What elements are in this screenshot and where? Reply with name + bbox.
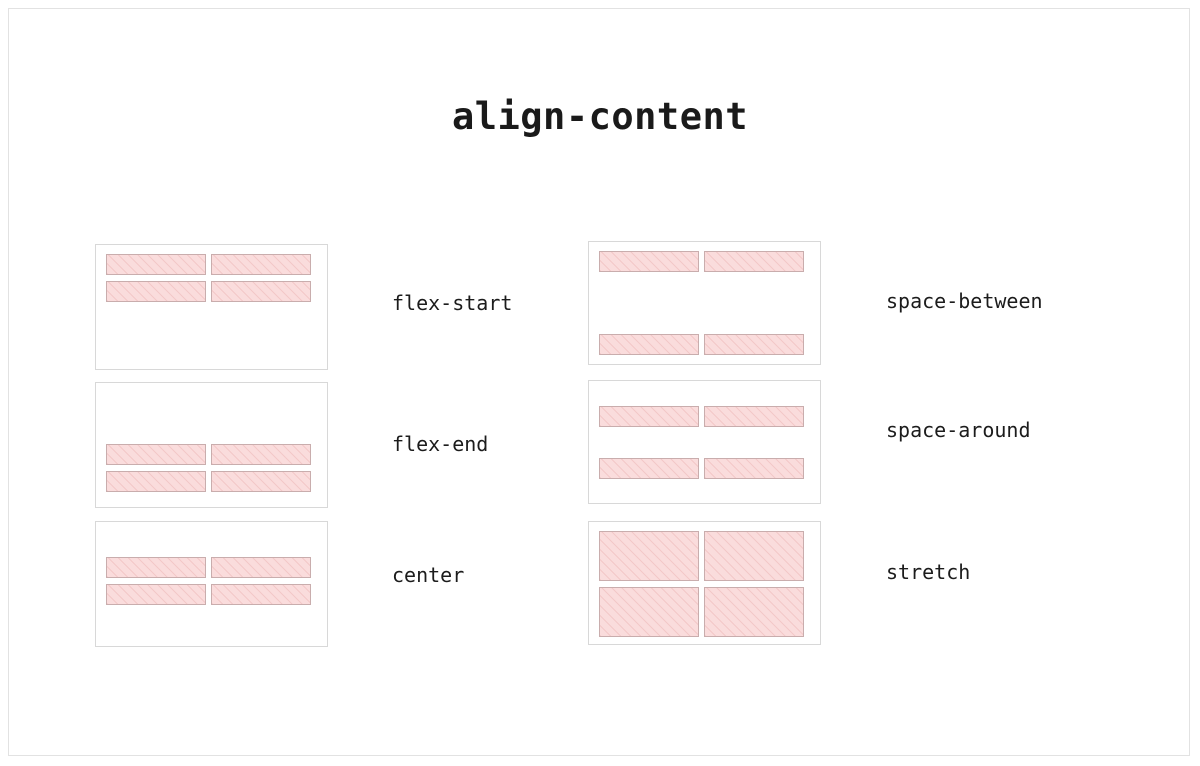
flex-item bbox=[211, 281, 311, 302]
flex-item bbox=[211, 584, 311, 605]
flex-item bbox=[106, 254, 206, 275]
flex-item bbox=[211, 557, 311, 578]
demo-container-center bbox=[95, 521, 328, 647]
flex-item bbox=[599, 405, 699, 427]
flex-item bbox=[704, 405, 804, 427]
flex-item bbox=[704, 587, 804, 637]
flex-item bbox=[211, 254, 311, 275]
demo-container-stretch bbox=[588, 521, 821, 645]
flex-item bbox=[704, 251, 804, 272]
page-title: align-content bbox=[451, 95, 749, 138]
flex-item bbox=[599, 457, 699, 479]
demo-label-stretch: stretch bbox=[886, 560, 971, 584]
demo-container-space-between bbox=[588, 241, 821, 365]
demo-container-flex-end bbox=[95, 382, 328, 508]
flex-item bbox=[211, 471, 311, 492]
demo-label-flex-end: flex-end bbox=[392, 432, 489, 456]
demo-container-flex-start bbox=[95, 244, 328, 370]
flex-item bbox=[704, 334, 804, 355]
flex-item bbox=[211, 444, 311, 465]
flex-item bbox=[599, 587, 699, 637]
flex-item bbox=[599, 251, 699, 272]
demo-label-space-around: space-around bbox=[886, 418, 1031, 442]
demo-label-center: center bbox=[392, 563, 465, 587]
flex-item bbox=[106, 557, 206, 578]
demo-container-space-around bbox=[588, 380, 821, 504]
demo-label-flex-start: flex-start bbox=[392, 291, 513, 315]
flex-item bbox=[704, 531, 804, 581]
flex-item bbox=[106, 471, 206, 492]
flex-item bbox=[599, 334, 699, 355]
flex-item bbox=[599, 531, 699, 581]
flex-item bbox=[106, 584, 206, 605]
flex-item bbox=[704, 457, 804, 479]
demo-label-space-between: space-between bbox=[886, 289, 1043, 313]
flex-item bbox=[106, 281, 206, 302]
flex-item bbox=[106, 444, 206, 465]
